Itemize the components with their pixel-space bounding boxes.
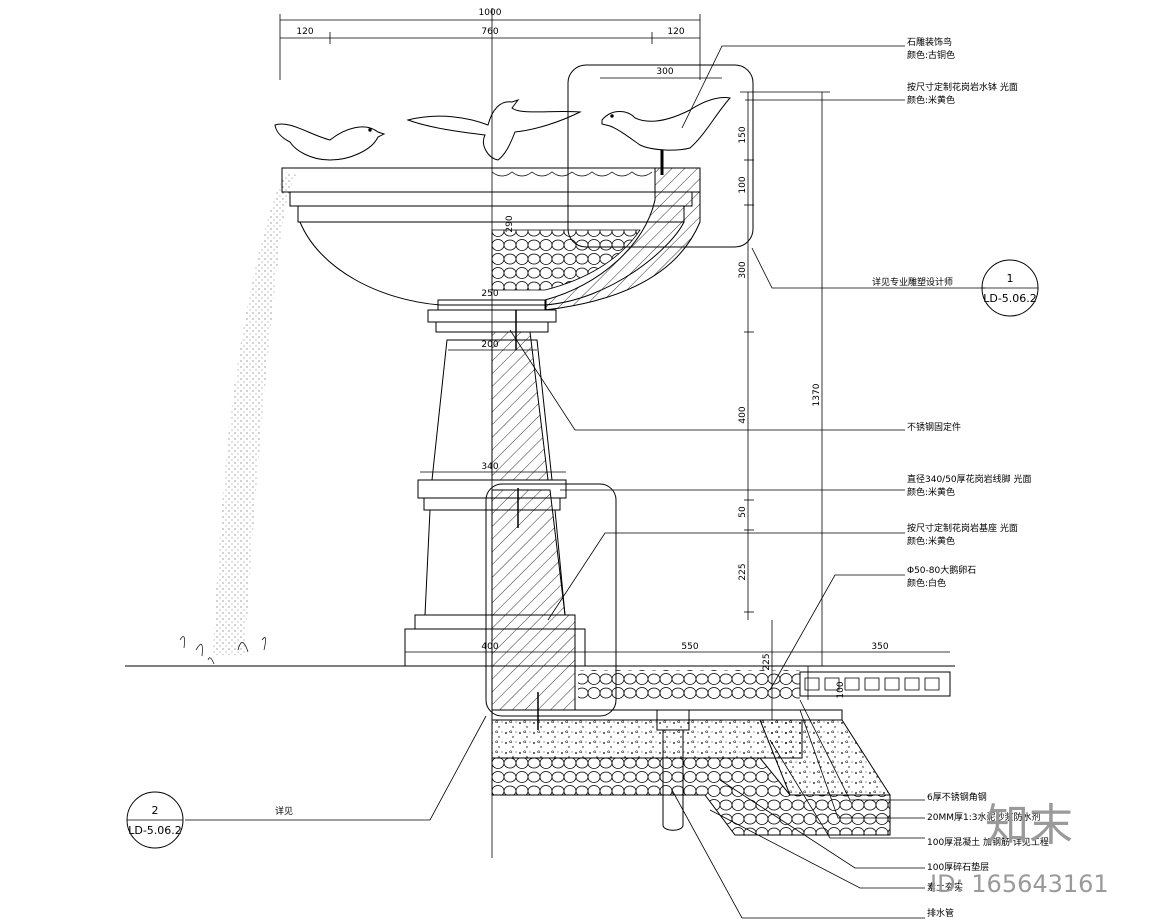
dim-total-1370: 1370 — [812, 383, 822, 406]
dimension-lines — [279, 14, 950, 720]
dim-h50: 50 — [738, 506, 748, 518]
dim-detail-300: 300 — [656, 67, 673, 77]
callout-concrete: 100厚混凝土 加钢筋 详见工程 — [927, 836, 1049, 848]
callout-soil: 素土夯实 — [927, 881, 963, 893]
dim-w400: 400 — [481, 642, 498, 652]
ref-bubble-1: 1 LD-5.06.2 — [981, 259, 1039, 317]
dim-w550: 550 — [681, 642, 698, 652]
edge-paving — [799, 671, 951, 697]
bird-sculpture-left — [274, 123, 386, 161]
callout-bowl-1: 按尺寸定制花岗岩水钵 光面 — [907, 81, 1018, 93]
dim-h225a: 225 — [738, 563, 748, 580]
detail-bubble-2 — [485, 483, 617, 717]
dim-w290: 290 — [505, 215, 515, 232]
dim-top-right: 120 — [667, 27, 684, 37]
callout-base-2: 颜色:米黄色 — [907, 535, 955, 547]
ref-2-sheet: LD-5.06.2 — [128, 824, 182, 837]
column-core-hatch — [491, 331, 549, 481]
dim-top-left: 120 — [296, 27, 313, 37]
dim-h400: 400 — [738, 406, 748, 423]
callout-sculptor: 详见专业雕塑设计师 — [872, 276, 953, 288]
dim-h300: 300 — [738, 261, 748, 278]
callout-angle-steel: 6厚不锈钢角钢 — [927, 791, 987, 803]
callout-detail-note: 详见 — [275, 805, 293, 817]
water-spray — [179, 172, 296, 665]
bowl-pebbles — [491, 229, 641, 291]
callout-bird-1: 石雕装饰鸟 — [907, 36, 952, 48]
ground-pebbles — [578, 670, 800, 700]
callout-pebble-2: 颜色:白色 — [907, 577, 946, 589]
ref-2-number: 2 — [152, 804, 159, 817]
watermark-logo-text: 知末 — [985, 800, 1073, 851]
dim-w250: 250 — [481, 289, 498, 299]
dim-w200: 200 — [481, 340, 498, 350]
dim-w340: 340 — [481, 462, 498, 472]
callout-drain: 排水管 — [927, 907, 954, 919]
dim-top-mid: 760 — [481, 27, 498, 37]
callout-steel-fixing: 不锈钢固定件 — [907, 421, 961, 433]
ref-bubble-2: 2 LD-5.06.2 — [126, 791, 184, 849]
dim-h225b: 225 — [762, 653, 772, 670]
callout-mortar: 20MM厚1:3水泥砂浆防水剂 — [927, 811, 1040, 823]
dim-top-total: 1000 — [479, 8, 502, 18]
leader-lines — [185, 45, 985, 919]
ref-1-number: 1 — [1007, 272, 1014, 285]
dim-h150: 150 — [738, 126, 748, 143]
ref-1-sheet: LD-5.06.2 — [983, 292, 1037, 305]
drain-pipe — [656, 709, 690, 831]
callout-bowl-2: 颜色:米黄色 — [907, 94, 955, 106]
base-core-hatch — [491, 489, 576, 711]
callout-moulding-2: 颜色:米黄色 — [907, 486, 955, 498]
callout-gravel: 100厚碎石垫层 — [927, 861, 989, 873]
detail-bubble-1 — [567, 64, 754, 248]
callout-base-1: 按尺寸定制花岗岩基座 光面 — [907, 522, 1018, 534]
watermark-id: ID: 165643161 — [930, 870, 1109, 898]
bird-sculpture-center — [406, 99, 582, 161]
foundation-layers — [491, 709, 891, 836]
bird-sculpture-right — [601, 97, 731, 175]
water-surface — [491, 171, 653, 177]
dim-w350: 350 — [871, 642, 888, 652]
callout-moulding-1: 直径340/50厚花岗岩线脚 光面 — [907, 473, 1032, 485]
dim-h100b: 100 — [836, 681, 846, 698]
callout-bird-2: 颜色:古铜色 — [907, 49, 955, 61]
callout-pebble-1: Φ50-80大鹅卵石 — [907, 564, 976, 576]
dim-h100: 100 — [738, 176, 748, 193]
